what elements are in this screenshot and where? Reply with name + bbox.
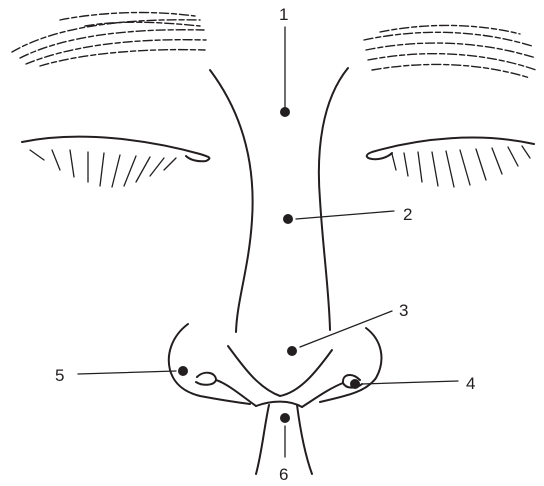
point-4: 4 <box>350 374 475 393</box>
nose-tip <box>169 324 382 407</box>
left-eyebrow <box>12 13 206 66</box>
point-6: 6 <box>279 413 290 484</box>
leader-line-4 <box>362 381 458 384</box>
point-1: 1 <box>279 5 290 117</box>
point-marker-3 <box>287 346 297 356</box>
point-label-2: 2 <box>403 205 412 224</box>
point-marker-5 <box>178 366 188 376</box>
left-closed-eye <box>22 137 209 187</box>
leader-line-2 <box>296 211 394 219</box>
point-marker-6 <box>280 413 290 423</box>
point-5: 5 <box>55 366 188 385</box>
point-marker-2 <box>283 214 293 224</box>
point-label-6: 6 <box>279 465 288 484</box>
point-label-1: 1 <box>279 5 288 24</box>
point-label-4: 4 <box>466 374 475 393</box>
point-3: 3 <box>287 301 408 356</box>
nose-bridge <box>210 68 348 332</box>
point-marker-1 <box>280 107 290 117</box>
point-marker-4 <box>350 379 360 389</box>
point-2: 2 <box>283 205 412 224</box>
right-closed-eye <box>367 138 534 187</box>
point-label-5: 5 <box>55 366 64 385</box>
point-label-3: 3 <box>399 301 408 320</box>
leader-line-5 <box>78 371 176 374</box>
right-eyebrow <box>364 25 536 78</box>
